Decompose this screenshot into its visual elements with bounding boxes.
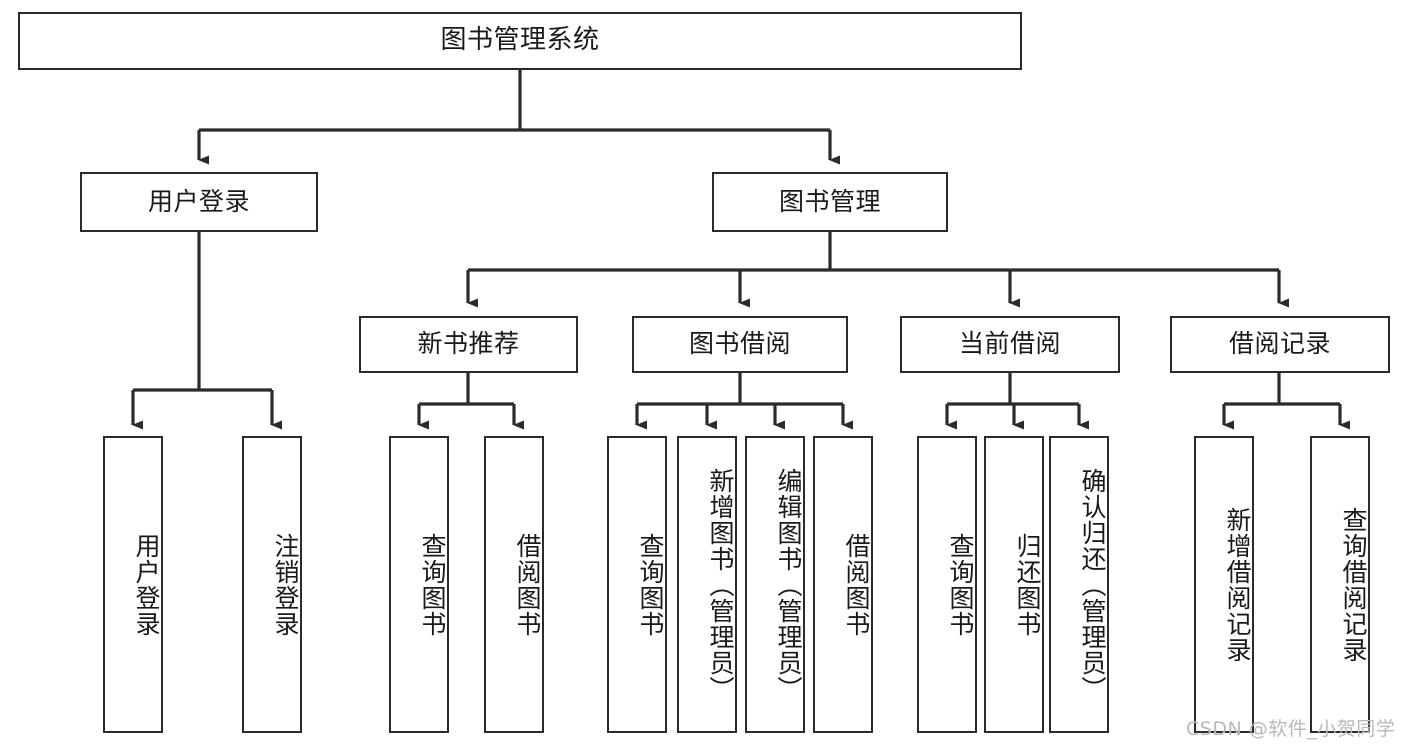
node-root-system-label: 图书管理系统: [440, 25, 600, 56]
node-leaf-query-record-label: 查询借阅记录: [1339, 506, 1368, 663]
node-leaf-user-login-label: 用户登录: [132, 532, 161, 637]
node-borrow-record[interactable]: 借阅记录: [1170, 316, 1390, 373]
node-root-system[interactable]: 图书管理系统: [18, 12, 1022, 70]
node-book-borrow[interactable]: 图书借阅: [632, 316, 848, 373]
node-leaf-return-book-label: 归还图书: [1013, 532, 1042, 637]
node-book-management-label: 图书管理: [778, 186, 881, 216]
node-leaf-query-book-1[interactable]: 查询图书: [389, 436, 449, 733]
node-leaf-edit-book-label: 编辑图书（管理员）: [774, 467, 803, 702]
node-current-borrow-label: 当前借阅: [958, 329, 1061, 359]
node-leaf-query-book-2[interactable]: 查询图书: [607, 436, 667, 733]
node-leaf-confirm-return[interactable]: 确认归还（管理员）: [1049, 436, 1109, 733]
node-user-login-label: 用户登录: [147, 186, 250, 216]
node-leaf-confirm-return-label: 确认归还（管理员）: [1078, 467, 1107, 702]
node-leaf-logout-login-label: 注销登录: [271, 532, 300, 637]
node-new-book-recommend-label: 新书推荐: [417, 329, 520, 359]
node-leaf-user-login[interactable]: 用户登录: [103, 436, 163, 733]
node-leaf-add-record-label: 新增借阅记录: [1223, 506, 1252, 663]
node-leaf-edit-book[interactable]: 编辑图书（管理员）: [745, 436, 805, 733]
node-leaf-borrow-book-1-label: 借阅图书: [513, 532, 542, 637]
node-new-book-recommend[interactable]: 新书推荐: [359, 316, 578, 373]
node-leaf-borrow-book-1[interactable]: 借阅图书: [484, 436, 544, 733]
node-leaf-logout-login[interactable]: 注销登录: [242, 436, 302, 733]
node-leaf-query-book-3[interactable]: 查询图书: [917, 436, 977, 733]
node-leaf-query-book-2-label: 查询图书: [636, 532, 665, 637]
node-leaf-return-book[interactable]: 归还图书: [984, 436, 1044, 733]
node-current-borrow[interactable]: 当前借阅: [900, 316, 1120, 373]
node-leaf-query-record[interactable]: 查询借阅记录: [1310, 436, 1370, 733]
node-leaf-borrow-book-2[interactable]: 借阅图书: [813, 436, 873, 733]
node-leaf-borrow-book-2-label: 借阅图书: [842, 532, 871, 637]
csdn-watermark: CSDN @软件_小贺同学: [1186, 718, 1396, 740]
node-user-login[interactable]: 用户登录: [80, 172, 318, 232]
node-leaf-query-book-1-label: 查询图书: [418, 532, 447, 637]
node-leaf-query-book-3-label: 查询图书: [946, 532, 975, 637]
node-leaf-add-book-label: 新增图书（管理员）: [706, 467, 735, 702]
node-book-management[interactable]: 图书管理: [712, 172, 948, 232]
node-leaf-add-book[interactable]: 新增图书（管理员）: [677, 436, 737, 733]
node-borrow-record-label: 借阅记录: [1228, 329, 1331, 359]
node-leaf-add-record[interactable]: 新增借阅记录: [1194, 436, 1254, 733]
node-book-borrow-label: 图书借阅: [688, 329, 791, 359]
